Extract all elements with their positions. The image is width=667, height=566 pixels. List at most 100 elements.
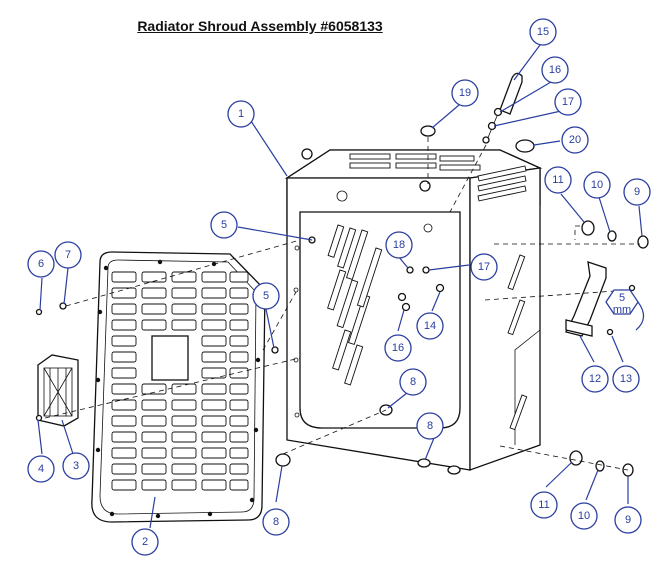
svg-text:11: 11 <box>538 499 549 511</box>
grille-slot <box>141 319 167 331</box>
callout-8a: 8 <box>399 368 427 396</box>
callout-13: 13 <box>612 365 640 393</box>
svg-text:7: 7 <box>65 249 71 261</box>
grille-slot <box>201 431 227 443</box>
callout-8c: 8 <box>262 508 290 536</box>
callout-4: 4 <box>27 455 55 483</box>
callout-2: 2 <box>131 528 159 556</box>
grille-slot <box>229 271 249 283</box>
bracket <box>565 261 607 337</box>
grille-slot <box>201 271 227 283</box>
grille-slot <box>201 351 227 363</box>
svg-text:9: 9 <box>634 186 640 198</box>
grille-slot <box>201 463 227 475</box>
shroud-body <box>284 148 543 475</box>
callout-15: 15 <box>529 18 557 46</box>
callout-1: 1 <box>227 100 255 128</box>
grille-slot <box>201 383 227 395</box>
svg-text:4: 4 <box>38 463 44 475</box>
svg-text:9: 9 <box>625 514 631 526</box>
callout-20: 20 <box>561 126 589 154</box>
grille-slot <box>111 383 137 395</box>
grille-slot <box>111 335 137 347</box>
bolt-hole <box>95 377 101 383</box>
callout-9b: 9 <box>614 506 642 534</box>
callout-10b: 10 <box>570 502 598 530</box>
svg-text:3: 3 <box>73 460 79 472</box>
grille-slot <box>229 319 249 331</box>
grille-slot <box>201 319 227 331</box>
callout-10a: 10 <box>583 171 611 199</box>
grille-slot <box>111 367 137 379</box>
bolt-hole <box>207 511 213 517</box>
svg-text:19: 19 <box>459 87 471 99</box>
bolt-hole <box>157 259 163 265</box>
svg-text:11: 11 <box>552 174 563 186</box>
grille-slot <box>201 303 227 315</box>
grille-slot <box>111 271 137 283</box>
grille-slot <box>141 447 167 459</box>
callout-7: 7 <box>54 241 82 269</box>
grille-slot <box>141 383 167 395</box>
grille-slot <box>141 303 167 315</box>
grille-slot <box>141 399 167 411</box>
diagram-title: Radiator Shroud Assembly #6058133 <box>137 18 383 34</box>
grille-slot <box>171 431 197 443</box>
svg-text:8: 8 <box>410 376 416 388</box>
grille-slot <box>229 447 249 459</box>
grille-slot <box>111 447 137 459</box>
assembly-lines <box>44 137 640 471</box>
hex-key-note: 5 mm <box>605 289 645 331</box>
bolt-hole <box>103 265 109 271</box>
svg-text:10: 10 <box>591 179 603 191</box>
callout-8b: 8 <box>416 412 444 440</box>
bolt-hole <box>155 513 161 519</box>
grille-slot <box>171 399 197 411</box>
grille-slot <box>201 479 227 491</box>
grille-slot <box>171 271 197 283</box>
grille-slot <box>229 303 249 315</box>
grille-slot <box>141 431 167 443</box>
grille-slot <box>201 287 227 299</box>
svg-text:8: 8 <box>273 516 279 528</box>
grille-slot <box>141 287 167 299</box>
grille-slot <box>111 479 137 491</box>
callout-6: 6 <box>27 250 55 278</box>
callout-12: 12 <box>581 365 609 393</box>
grille-slot <box>171 287 197 299</box>
grille-slot <box>229 463 249 475</box>
callout-5b: 5 <box>252 282 280 310</box>
grille-slot <box>111 463 137 475</box>
grille-slot <box>111 287 137 299</box>
grille-slot <box>171 383 197 395</box>
svg-text:17: 17 <box>562 96 574 108</box>
grille-slot <box>111 303 137 315</box>
svg-text:1: 1 <box>238 108 244 120</box>
svg-text:6: 6 <box>38 258 44 270</box>
callout-16b: 16 <box>384 334 412 362</box>
hex-key-unit: mm <box>613 304 631 316</box>
grille-slot <box>229 351 249 363</box>
grille-slot <box>201 399 227 411</box>
svg-text:16: 16 <box>549 64 561 76</box>
grille-slot <box>229 479 249 491</box>
bolt-hole <box>109 511 115 517</box>
svg-text:5: 5 <box>263 290 269 302</box>
grille-slot <box>171 479 197 491</box>
svg-text:20: 20 <box>569 134 581 146</box>
grille-slot <box>201 447 227 459</box>
svg-text:17: 17 <box>478 261 490 273</box>
grille-slot <box>111 399 137 411</box>
bolt-hole <box>97 309 103 315</box>
svg-text:14: 14 <box>424 320 436 332</box>
grille-slot <box>171 447 197 459</box>
grille-slot <box>229 431 249 443</box>
svg-text:12: 12 <box>589 373 601 385</box>
bolt-hole <box>255 357 261 363</box>
callout-11b: 11 <box>530 491 558 519</box>
bolt-hole <box>95 447 101 453</box>
grille-slot <box>171 415 197 427</box>
svg-text:2: 2 <box>142 536 148 548</box>
grille-slot <box>141 415 167 427</box>
